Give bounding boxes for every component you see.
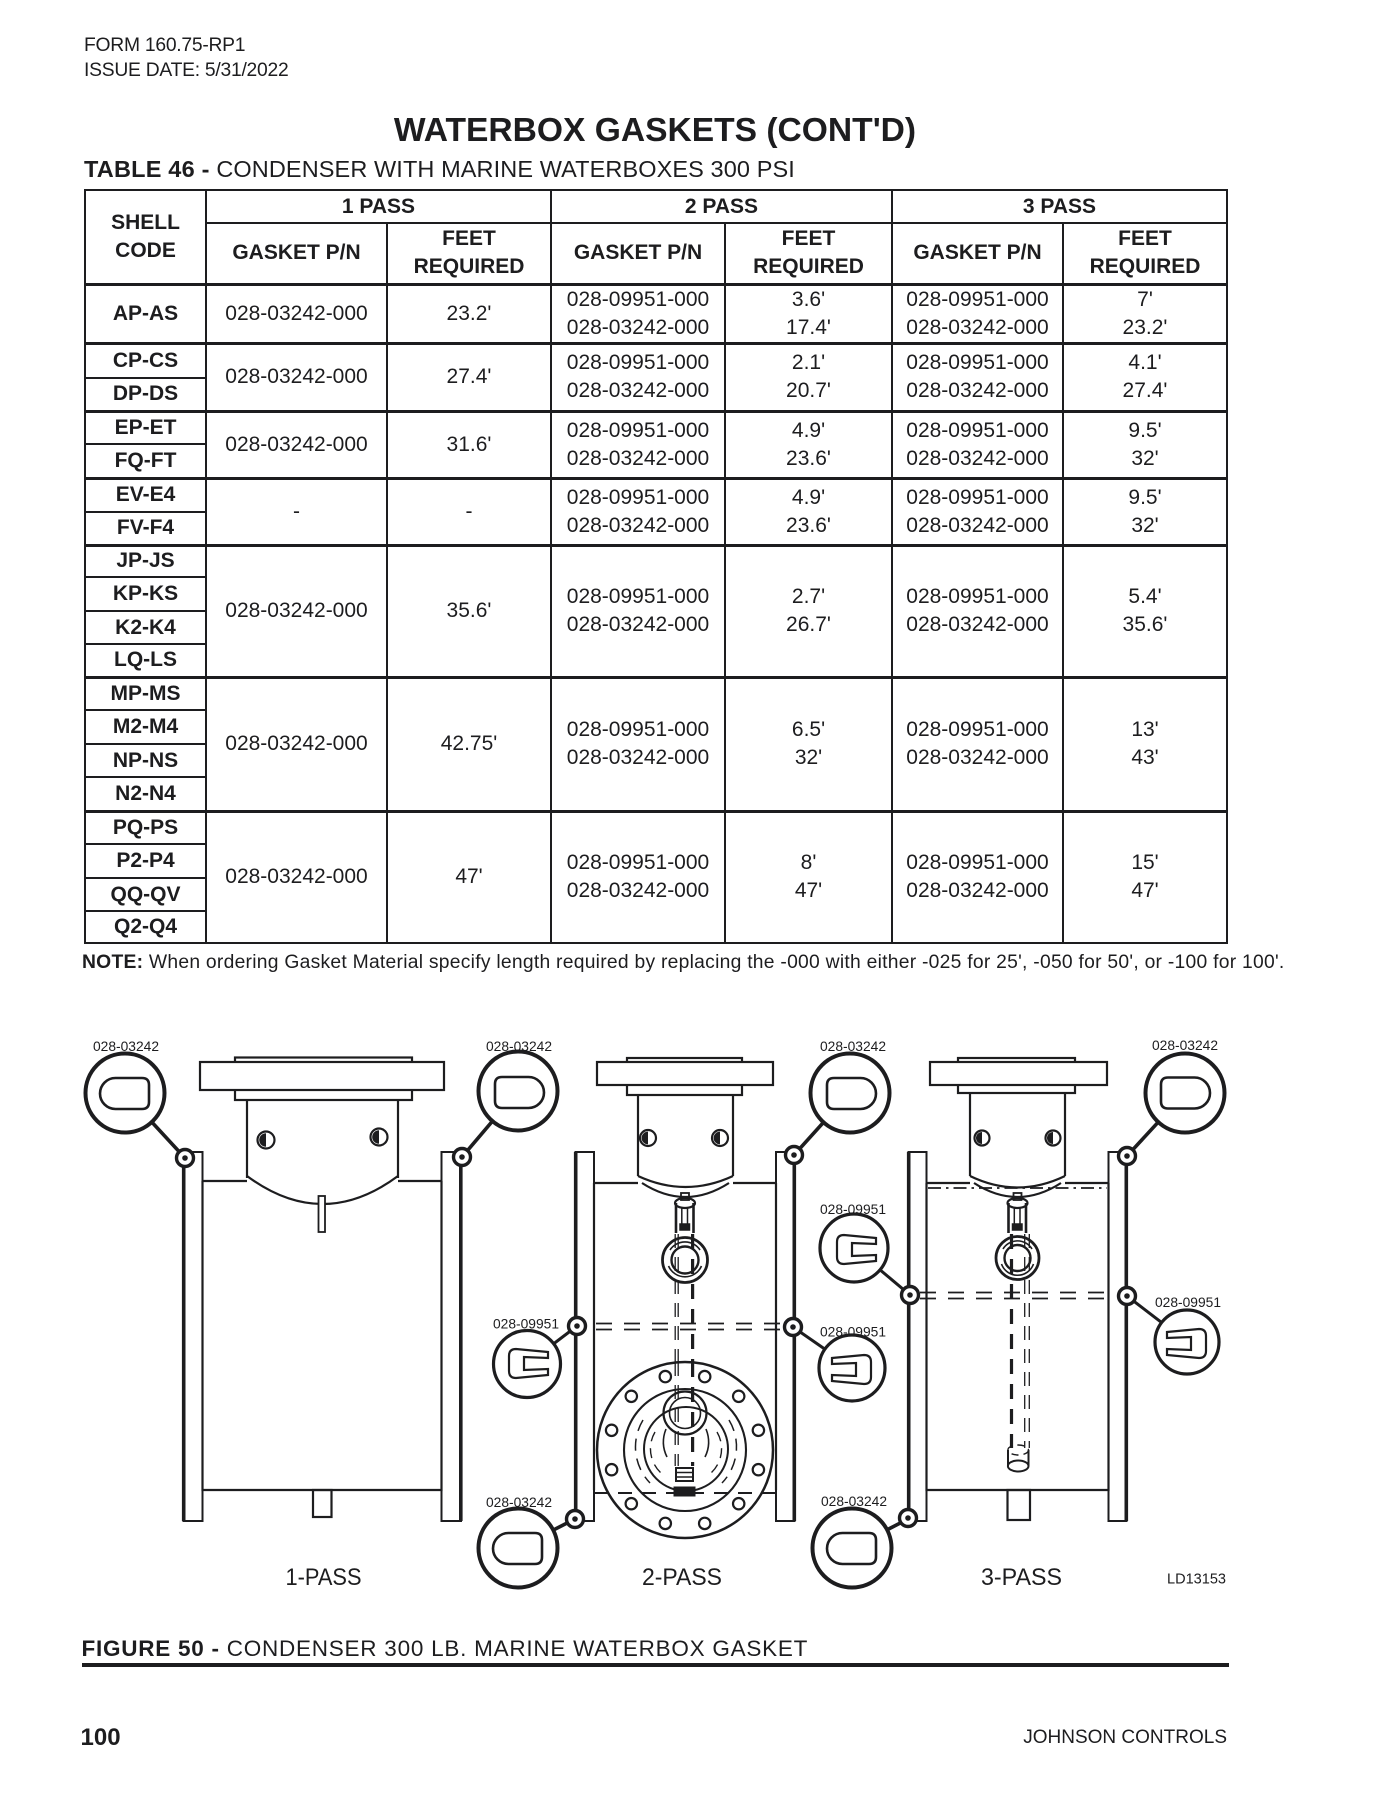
svg-text:028-09951: 028-09951 <box>1155 1294 1221 1310</box>
svg-text:028-03242: 028-03242 <box>1152 1037 1218 1053</box>
svg-text:LD13153: LD13153 <box>1167 1572 1226 1588</box>
svg-text:028-03242: 028-03242 <box>486 1038 552 1054</box>
svg-text:028-09951: 028-09951 <box>820 1324 886 1340</box>
svg-text:1-PASS: 1-PASS <box>286 1564 362 1591</box>
svg-text:028-03242: 028-03242 <box>486 1494 552 1510</box>
svg-text:028-03242: 028-03242 <box>820 1038 886 1054</box>
svg-text:028-09951: 028-09951 <box>820 1201 886 1217</box>
svg-text:028-09951: 028-09951 <box>493 1316 559 1332</box>
svg-text:028-03242: 028-03242 <box>821 1493 887 1509</box>
svg-text:3-PASS: 3-PASS <box>981 1564 1062 1591</box>
svg-text:2-PASS: 2-PASS <box>642 1564 722 1591</box>
svg-text:028-03242: 028-03242 <box>93 1038 159 1054</box>
